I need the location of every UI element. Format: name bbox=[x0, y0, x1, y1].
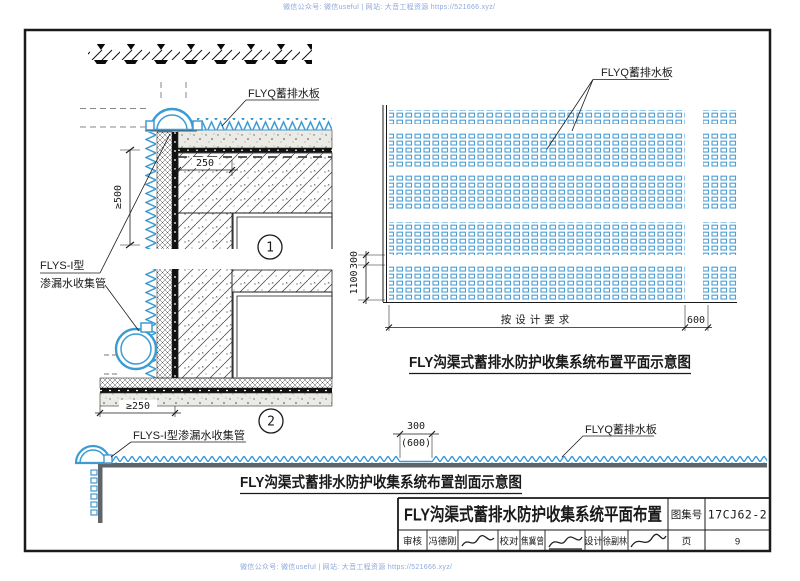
plan-caption: FLY沟渠式蓄排水防护收集系统布置平面示意图 bbox=[409, 353, 691, 375]
detail-flys-text-2: 渗漏水收集管 bbox=[40, 276, 106, 290]
dim-250-text: 250 bbox=[196, 158, 214, 169]
plan-flyq-text: FLYQ蓄排水板 bbox=[601, 65, 673, 79]
detail-bubble-2: 2 bbox=[258, 408, 284, 434]
detail-flyq-label: FLYQ蓄排水板 bbox=[221, 86, 320, 127]
top-slab-screed bbox=[177, 129, 333, 149]
profile-caption: FLY沟渠式蓄排水防护收集系统布置剖面示意图 bbox=[240, 473, 522, 495]
detail-bubble-1: 1 bbox=[257, 234, 283, 260]
floor-membrane bbox=[100, 388, 332, 393]
plan-dim-300: 300 bbox=[349, 251, 360, 269]
plan-board-bands bbox=[389, 110, 737, 300]
profile-collector-dome bbox=[74, 444, 113, 465]
bubble-1-number: 1 bbox=[266, 241, 274, 256]
profile-caption-text: FLY沟渠式蓄排水防护收集系统布置剖面示意图 bbox=[240, 473, 522, 491]
reviewer-label: 审核 bbox=[403, 536, 423, 548]
dim-slab-250: ≥250 bbox=[95, 400, 181, 417]
page-number: 9 bbox=[735, 537, 740, 548]
sheet-title: FLY沟渠式蓄排水防护收集系统平面布置 bbox=[404, 505, 662, 525]
profile-dim-600-text: (600) bbox=[401, 438, 431, 449]
profile-flys-text: FLYS-I型渗漏水收集管 bbox=[133, 428, 245, 442]
plan-dim-600: 600 bbox=[687, 315, 705, 326]
profile-wall-line bbox=[98, 463, 103, 523]
plan-dim-1100: 1100 bbox=[349, 270, 360, 294]
watermark-bottom: 微信公众号: 微信useful | 网站: 大音工程资源 https://521… bbox=[240, 564, 453, 571]
detail-flys-label: FLYS-I型 渗漏水收集管 bbox=[40, 133, 171, 332]
title-block: FLY沟渠式蓄排水防护收集系统平面布置 图集号 17CJ62-2 审核 冯德刚 … bbox=[397, 497, 770, 551]
profile-flys-label: FLYS-I型渗漏水收集管 bbox=[110, 428, 246, 458]
floor-insulation bbox=[99, 377, 333, 389]
proofreader-label: 校对 bbox=[499, 536, 519, 548]
detail-section-drawing: 250 ≥500 ≥250 bbox=[40, 44, 334, 434]
profile-dim-300-600: 300 (600) bbox=[393, 421, 439, 458]
plan-flyq-label: FLYQ蓄排水板 bbox=[546, 65, 673, 150]
reviewer-name: 冯德刚 bbox=[429, 536, 457, 548]
detail-flys-text-1: FLYS-I型 bbox=[40, 258, 84, 272]
designer-signature bbox=[630, 533, 667, 548]
top-slab-membrane bbox=[178, 148, 332, 153]
collector-pipe-bottom bbox=[104, 322, 158, 375]
proofreader-name: 焦冀曾 bbox=[521, 536, 544, 548]
ground-surface-symbol bbox=[88, 44, 312, 64]
top-drain-board bbox=[197, 118, 332, 130]
profile-dim-300-text: 300 bbox=[407, 421, 425, 432]
collector-pipe-top bbox=[80, 82, 203, 132]
wall-concrete bbox=[177, 212, 233, 379]
profile-base-line bbox=[98, 463, 767, 468]
proofreader-signature bbox=[548, 536, 583, 550]
detail-flyq-text: FLYQ蓄排水板 bbox=[248, 86, 320, 100]
profile-wall-board-bumps bbox=[90, 469, 98, 516]
floor-screed bbox=[99, 392, 333, 407]
reviewer-signature bbox=[461, 534, 495, 547]
profile-view-drawing: 300 (600) FLYS-I型渗漏水收集管 FLYQ蓄排水板 FLY沟渠式蓄… bbox=[74, 421, 767, 523]
atlas-number-value: 17CJ62-2 bbox=[708, 508, 767, 522]
dim-500-text: ≥500 bbox=[113, 185, 124, 209]
mid-slab-concrete bbox=[231, 269, 333, 293]
designer-name: 徐副林 bbox=[603, 536, 627, 548]
profile-drain-board-right bbox=[432, 456, 767, 463]
plan-caption-text: FLY沟渠式蓄排水防护收集系统布置平面示意图 bbox=[409, 353, 691, 371]
designer-label: 设计 bbox=[584, 536, 604, 548]
watermark-top: 微信公众号: 微信useful | 网站: 大音工程资源 https://521… bbox=[283, 4, 496, 11]
page-label: 页 bbox=[682, 537, 692, 548]
dim-min250-text: ≥250 bbox=[126, 401, 150, 412]
profile-drain-board-left bbox=[108, 456, 400, 463]
room-upper bbox=[232, 212, 333, 251]
atlas-number-label: 图集号 bbox=[671, 508, 703, 521]
plan-dim-vertical: 300 1100 bbox=[349, 251, 385, 304]
plan-view-drawing: 300 1100 按设计要求 600 FLYQ蓄排水板 bbox=[349, 65, 737, 375]
bubble-2-number: 2 bbox=[267, 415, 275, 430]
dim-depth-500: ≥500 bbox=[113, 146, 140, 249]
profile-flyq-text: FLYQ蓄排水板 bbox=[585, 422, 657, 436]
plan-dim-bottom: 按设计要求 600 bbox=[385, 305, 712, 331]
plan-dim-design-req: 按设计要求 bbox=[501, 313, 574, 326]
dim-wall-250: 250 bbox=[172, 157, 238, 176]
room-lower bbox=[232, 291, 333, 379]
profile-flyq-label: FLYQ蓄排水板 bbox=[561, 422, 657, 458]
break-band bbox=[138, 249, 334, 269]
